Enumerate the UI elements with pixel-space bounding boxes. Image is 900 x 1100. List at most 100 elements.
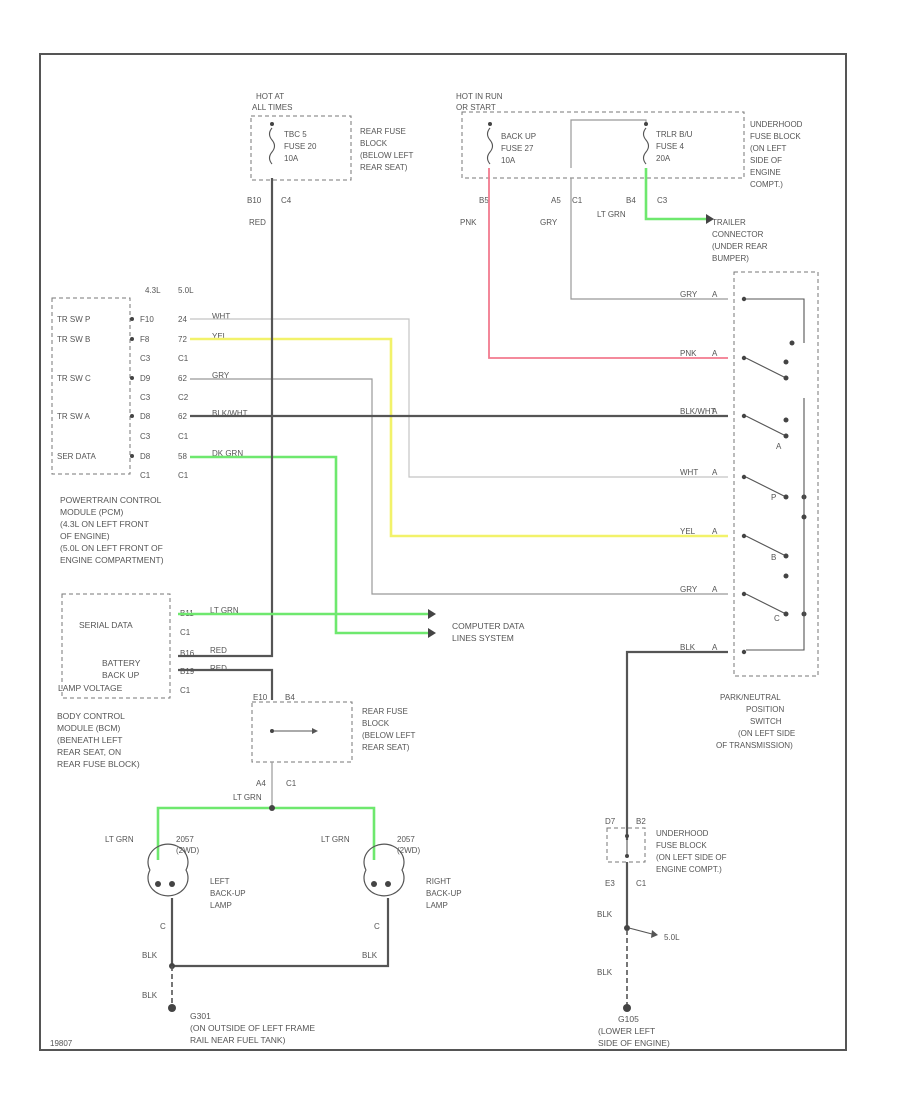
fuse-27-name: BACK UP <box>501 132 536 141</box>
left-bulb-number: 2057 <box>176 835 194 844</box>
lamp-feed-wire <box>156 806 376 860</box>
left-lamp-pin: C <box>160 922 166 931</box>
rfb-out-pin: A4 <box>256 779 266 788</box>
fuse-27-rating: 10A <box>501 156 516 165</box>
pcm-wire-color: BLK/WHT <box>212 409 248 418</box>
right-bulb-type: (2WD) <box>397 846 420 855</box>
trailer-pin: B4 <box>626 196 636 205</box>
bcm-label-1: BODY CONTROL <box>57 711 125 721</box>
computer-data-label: COMPUTER DATA <box>452 621 525 631</box>
pcm-pin-43: C3 <box>140 393 151 402</box>
rear-fuse-loc-4: REAR SEAT) <box>360 163 408 172</box>
right-lamp-label-3: LAMP <box>426 901 448 910</box>
bcm-battery-1: BATTERY <box>102 658 141 668</box>
left-bulb-type: (2WD) <box>176 846 199 855</box>
bcm-pin: B16 <box>180 649 195 658</box>
ground-g105-id: G105 <box>618 1014 639 1024</box>
rfb-label-4: REAR SEAT) <box>362 743 410 752</box>
fuse-27-icon <box>486 127 494 165</box>
pcm-pin-50: C1 <box>178 354 189 363</box>
pnp-pin: A <box>712 585 718 594</box>
left-lamp-label-3: LAMP <box>210 901 232 910</box>
bcm-label-3: (BENEATH LEFT <box>57 735 123 745</box>
uh-lower-label-4: ENGINE COMPT.) <box>656 865 722 874</box>
splice-50l-label: 5.0L <box>664 933 680 942</box>
wire-red-fuse20 <box>178 178 274 658</box>
splice-arrow-icon <box>651 930 658 938</box>
pcm-pin-43: F8 <box>140 335 150 344</box>
hot-at-all-times-label-2: ALL TIMES <box>252 103 292 112</box>
pcm-pin-50: 62 <box>178 374 187 383</box>
pnp-wire-color: YEL <box>680 527 696 536</box>
pcm-label-3: (4.3L ON LEFT FRONT <box>60 519 149 529</box>
rear-fuse-loc-3: (BELOW LEFT <box>360 151 413 160</box>
uh-lower-label-1: UNDERHOOD <box>656 829 709 838</box>
uh-lower-label-3: (ON LEFT SIDE OF <box>656 853 727 862</box>
pnp-wire-color: GRY <box>680 585 698 594</box>
pnp-section-a: A <box>776 442 782 451</box>
pnp-switch-box <box>733 271 819 677</box>
pcm-pin-50: C1 <box>178 432 189 441</box>
hot-in-run-label: HOT IN RUN <box>456 92 503 101</box>
wire-yel <box>190 337 728 538</box>
trailer-wire <box>644 168 706 221</box>
wire-wht <box>190 318 728 478</box>
wire-dk-grn <box>190 455 428 635</box>
ground-g301-label-1: (ON OUTSIDE OF LEFT FRAME <box>190 1023 315 1033</box>
uh-lower-pin-4: C1 <box>636 879 647 888</box>
uh-lower-label-2: FUSE BLOCK <box>656 841 707 850</box>
pcm-wire-color: WHT <box>212 312 230 321</box>
pnp-label-1: PARK/NEUTRAL <box>720 693 781 702</box>
pnp-wire-color: BLK <box>680 643 696 652</box>
pnp-label-4: (ON LEFT SIDE <box>738 729 795 738</box>
right-lamp-label-2: BACK-UP <box>426 889 462 898</box>
pcm-wire-color: YEL <box>212 332 228 341</box>
pnp-ground-wire-label-2: BLK <box>597 968 613 977</box>
pnp-section-b: B <box>771 553 776 562</box>
fuse-20-wire-color: RED <box>249 218 266 227</box>
fuse-4-label: FUSE 4 <box>656 142 685 151</box>
fuse-27-wire-color: PNK <box>460 218 477 227</box>
pcm-label-4: OF ENGINE) <box>60 531 110 541</box>
right-lamp-label-1: RIGHT <box>426 877 451 886</box>
lamp-feed-label: LT GRN <box>233 793 262 802</box>
pnp-label-5: OF TRANSMISSION) <box>716 741 793 750</box>
fuse-4-conn: C1 <box>572 196 583 205</box>
right-lamp-pin: C <box>374 922 380 931</box>
wire-pnk <box>488 168 728 359</box>
fuse-20-conn: C4 <box>281 196 292 205</box>
rear-fuse-block-box <box>250 115 352 181</box>
rear-fuse-block-lower: E10 B4 REAR FUSE BLOCK (BELOW LEFT REAR … <box>251 693 415 788</box>
wire-red-bcm <box>178 668 274 700</box>
pcm-wire-color: GRY <box>212 371 230 380</box>
ground-g301-label-2: RAIL NEAR FUEL TANK) <box>190 1035 286 1045</box>
trailer-connector-label-2: CONNECTOR <box>712 230 764 239</box>
pcm-label-2: MODULE (PCM) <box>60 507 123 517</box>
rfb-pin-2: B4 <box>285 693 295 702</box>
pcm-pin-50: C1 <box>178 471 189 480</box>
uh-loc-6: COMPT.) <box>750 180 783 189</box>
bcm-serial-data: SERIAL DATA <box>79 620 133 630</box>
computer-data-label-2: LINES SYSTEM <box>452 633 514 643</box>
trailer-wire-color: LT GRN <box>597 210 626 219</box>
pcm-pin-43: D9 <box>140 374 151 383</box>
trailer-connector-label: TRAILER <box>712 218 746 227</box>
pnp-wire-color: PNK <box>680 349 697 358</box>
left-lamp-label-1: LEFT <box>210 877 230 886</box>
pnp-pin: A <box>712 643 718 652</box>
lamp-ground-wire-label-2: BLK <box>362 951 378 960</box>
pnp-pin: A <box>712 290 718 299</box>
pcm-row-name: TR SW P <box>57 315 90 324</box>
pcm-pin-43: D8 <box>140 452 151 461</box>
fuse-20-label: FUSE 20 <box>284 142 317 151</box>
fuse-4-rating: 20A <box>656 154 671 163</box>
ground-g105-label-1: (LOWER LEFT <box>598 1026 655 1036</box>
fuse-27-pin: B5 <box>479 196 489 205</box>
left-back-up-lamp: 2057 (2WD) LEFT BACK-UP LAMP C <box>147 835 246 931</box>
pnp-wire-color: BLK/WHT <box>680 407 716 416</box>
pcm-pin-43: C1 <box>140 471 151 480</box>
